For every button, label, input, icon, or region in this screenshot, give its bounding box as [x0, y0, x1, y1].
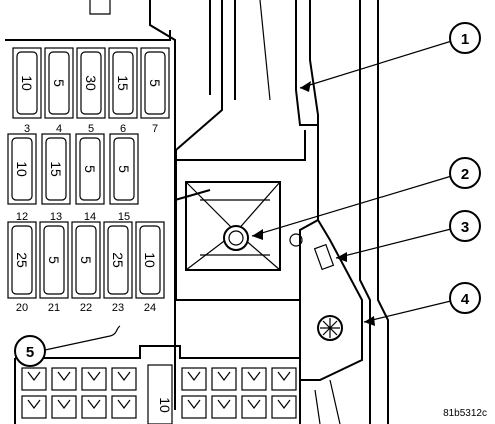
fuse-number: 14 [84, 211, 96, 223]
fuse-rating: 5 [116, 165, 132, 173]
callout-3: 3 [449, 210, 481, 242]
callout-5: 5 [14, 335, 46, 367]
fuse-number: 20 [16, 302, 28, 314]
mounting-bracket [175, 0, 319, 160]
fuse-12: 10 12 [7, 133, 37, 223]
fuse-5: 30 5 [76, 47, 106, 135]
callout-1: 1 [449, 22, 481, 54]
fuse-number: 5 [88, 123, 94, 135]
fuse-number: 23 [112, 302, 124, 314]
fuse-6: 15 6 [108, 47, 138, 135]
housing-right [314, 0, 389, 424]
relay-label: 10 [157, 397, 173, 413]
lower-bracket [299, 219, 363, 381]
fuse-rating: 5 [46, 256, 62, 264]
fuse-number: 7 [152, 123, 158, 135]
fuse-22: 5 22 [71, 221, 101, 314]
fuse-24: 10 24 [135, 221, 165, 314]
fuse-number: 12 [16, 211, 28, 223]
fuse-number: 3 [24, 123, 30, 135]
fuse-number: 13 [50, 211, 62, 223]
fuse-rating: 5 [51, 79, 67, 87]
fuse-4: 54 [44, 47, 74, 135]
bolt-icon [223, 225, 249, 251]
fuse-rating: 5 [82, 165, 98, 173]
svg-text:4: 4 [461, 291, 470, 308]
callout-2: 2 [449, 157, 481, 189]
figure-code: 81b5312c [443, 408, 487, 419]
fuse-14: 5 14 [75, 133, 105, 223]
fuse-rating: 10 [19, 75, 35, 91]
fuse-20: 25 20 [7, 221, 37, 314]
callout-4: 4 [449, 282, 481, 314]
fuse-rating: 5 [147, 79, 163, 87]
fuse-rating: 30 [83, 75, 99, 91]
fuse-number: 6 [120, 123, 126, 135]
fuse-rating: 15 [115, 75, 131, 91]
fuse-3: 10 3 [12, 47, 42, 135]
connector-cells [21, 367, 297, 419]
fuse-7: 57 [140, 47, 170, 135]
fuse-rating: 25 [14, 252, 30, 268]
connector-block: 10 [14, 345, 301, 424]
fuse-rating: 5 [78, 256, 94, 264]
svg-text:3: 3 [461, 219, 469, 236]
clip-icon [313, 243, 335, 271]
nut-icon [317, 315, 343, 341]
fuse-row-3: 25 20 5 21 5 22 25 23 10 24 [7, 221, 165, 314]
fuse-number: 4 [56, 123, 62, 135]
fuse-23: 25 23 [103, 221, 133, 314]
fuse-number: 24 [144, 302, 156, 314]
callout-leaders [44, 39, 456, 351]
bracket-plate [175, 125, 319, 301]
fuse-15: 5 15 [109, 133, 139, 223]
svg-text:5: 5 [26, 344, 34, 361]
fuse-21: 5 21 [39, 221, 69, 314]
fuse-number: 15 [118, 211, 130, 223]
fuse-number: 22 [80, 302, 92, 314]
fuse-rating: 25 [110, 252, 126, 268]
fuse-rating: 10 [142, 252, 158, 268]
svg-text:2: 2 [461, 166, 469, 183]
svg-text:1: 1 [461, 31, 469, 48]
fuse-rating: 15 [48, 161, 64, 177]
fuse-number: 21 [48, 302, 60, 314]
fuse-rating: 10 [14, 161, 30, 177]
